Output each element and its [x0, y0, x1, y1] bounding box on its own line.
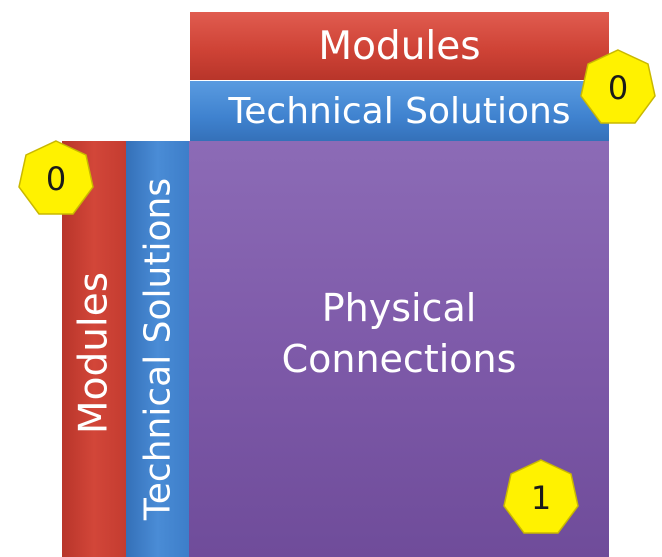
top-right-count-value: 0 [607, 69, 629, 107]
heptagon-icon [580, 49, 656, 124]
bottom-count-badge: 1 [501, 458, 581, 538]
top-modules-label: Modules [318, 23, 481, 69]
bottom-count-value: 1 [530, 479, 552, 517]
top-technical-solutions-block: Technical Solutions [190, 81, 609, 142]
physical-connections-line1: Physical [321, 285, 477, 330]
physical-connections-line2: Connections [281, 337, 517, 381]
left-modules-label: Modules [71, 271, 117, 435]
left-technical-solutions-block: Technical Solutions [126, 141, 189, 557]
left-count-badge: 0 [16, 139, 96, 219]
top-technical-solutions-label: Technical Solutions [228, 91, 571, 132]
left-technical-solutions-label: Technical Solutions [137, 177, 178, 521]
heptagon-icon [503, 459, 579, 534]
left-count-value: 0 [45, 160, 67, 198]
top-modules-block: Modules [190, 12, 609, 80]
top-right-count-badge: 0 [578, 48, 658, 128]
heptagon-icon [18, 140, 94, 215]
